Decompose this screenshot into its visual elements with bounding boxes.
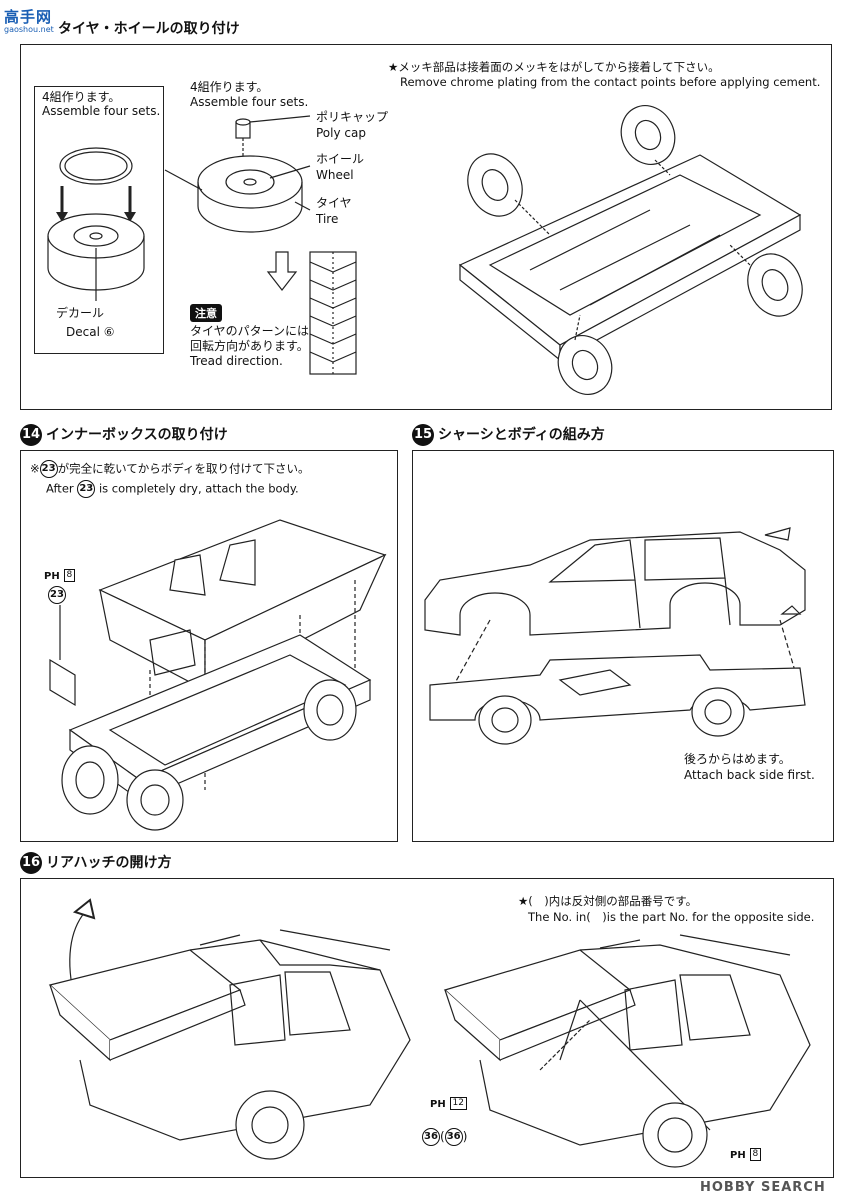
decal-label-jp: デカール: [56, 306, 105, 320]
chrome-note-jp: ★メッキ部品は接着面のメッキをはがしてから接着して下さい。: [388, 60, 720, 74]
decal-part-number: ⑥: [103, 325, 115, 339]
assemble-en: Assemble four sets.: [190, 95, 309, 109]
tire-wheel-assembly-illustration: [164, 115, 311, 233]
chrome-note-en: Remove chrome plating from the contact p…: [400, 75, 821, 89]
rear-hatch-open-illustration-left: [48, 898, 411, 1160]
rear-hatch-open-illustration-right: [443, 934, 811, 1168]
caution-en: Tread direction.: [190, 354, 283, 368]
ph8-label-step16: PH 8: [730, 1147, 762, 1163]
ph12-label: PH 12: [430, 1096, 467, 1112]
step15-note-jp: 後ろからはめます。: [684, 752, 791, 766]
caution-jp-line2: 回転方向があります。: [190, 339, 309, 353]
caution-badge: 注意: [190, 302, 222, 322]
part-23-badge-en: 23: [77, 480, 96, 498]
step-15-number: 15: [412, 424, 434, 446]
tread-direction-illustration: [266, 251, 357, 375]
site-logo: 高手网 gaoshou.net: [4, 6, 72, 36]
tire-label-jp: タイヤ: [316, 196, 352, 210]
inset-assemble-en: Assemble four sets.: [42, 104, 161, 118]
body-chassis-illustration: [424, 527, 806, 745]
step14-note-en: After 23 is completely dry, attach the b…: [46, 480, 299, 498]
part-36-labels: 36(36): [422, 1128, 467, 1146]
wheel-label-en: Wheel: [316, 168, 354, 182]
step-16-number: 16: [20, 852, 42, 874]
polycap-label-en: Poly cap: [316, 126, 366, 140]
step-14-number: 14: [20, 424, 42, 446]
section-13-title: タイヤ・ホイールの取り付け: [58, 21, 240, 37]
tire-label-en: Tire: [316, 212, 339, 226]
assemble-jp: 4組作ります。: [190, 80, 269, 94]
part-23-label: 23: [48, 584, 66, 604]
logo-text: 高手网: [4, 8, 53, 26]
hobby-search-watermark: HOBBY SEARCH: [700, 1180, 826, 1195]
decal-label-en: Decal ⑥: [66, 325, 115, 339]
watermark-text: HOBBY SEARCH: [700, 1180, 826, 1195]
step16-note-en: The No. in( )is the part No. for the opp…: [528, 910, 815, 924]
caution-jp-line1: タイヤのパターンには: [190, 324, 310, 338]
chassis-wheels-illustration: [458, 105, 803, 395]
step16-note-jp: ★( )内は反対側の部品番号です。: [518, 894, 698, 908]
inner-box-illustration: [49, 519, 387, 831]
part-23-badge: 23: [39, 460, 58, 478]
logo-subtext: gaoshou.net: [4, 25, 54, 34]
inset-assemble-jp: 4組作ります。: [42, 90, 121, 104]
wheel-label-jp: ホイール: [316, 152, 365, 166]
step15-panel: [412, 450, 834, 842]
ph8-label: PH 8: [44, 568, 76, 584]
step15-note-en: Attach back side first.: [684, 768, 815, 782]
polycap-label-jp: ポリキャップ: [316, 110, 389, 124]
decal-wheel-illustration: [47, 147, 145, 301]
